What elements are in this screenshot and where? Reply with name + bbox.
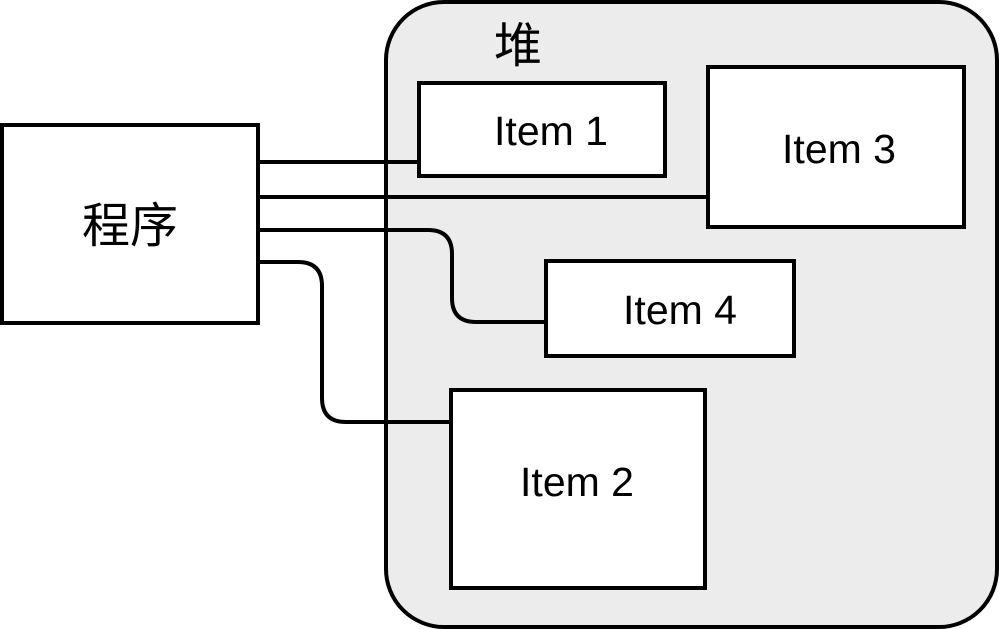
item-1-label: Item 1 bbox=[494, 108, 608, 154]
heap-label: 堆 bbox=[494, 18, 542, 74]
item-4-box bbox=[544, 259, 796, 358]
program-box bbox=[0, 123, 260, 325]
item-2-label: Item 2 bbox=[520, 459, 634, 505]
item-2-box bbox=[449, 388, 707, 590]
item-1-box bbox=[417, 81, 667, 178]
item-3-label: Item 3 bbox=[782, 126, 896, 172]
item-3-box bbox=[706, 65, 966, 229]
program-label: 程序 bbox=[82, 198, 178, 254]
link-program-item2 bbox=[258, 260, 452, 424]
item-4-label: Item 4 bbox=[623, 287, 737, 333]
link-program-item4 bbox=[258, 228, 546, 324]
